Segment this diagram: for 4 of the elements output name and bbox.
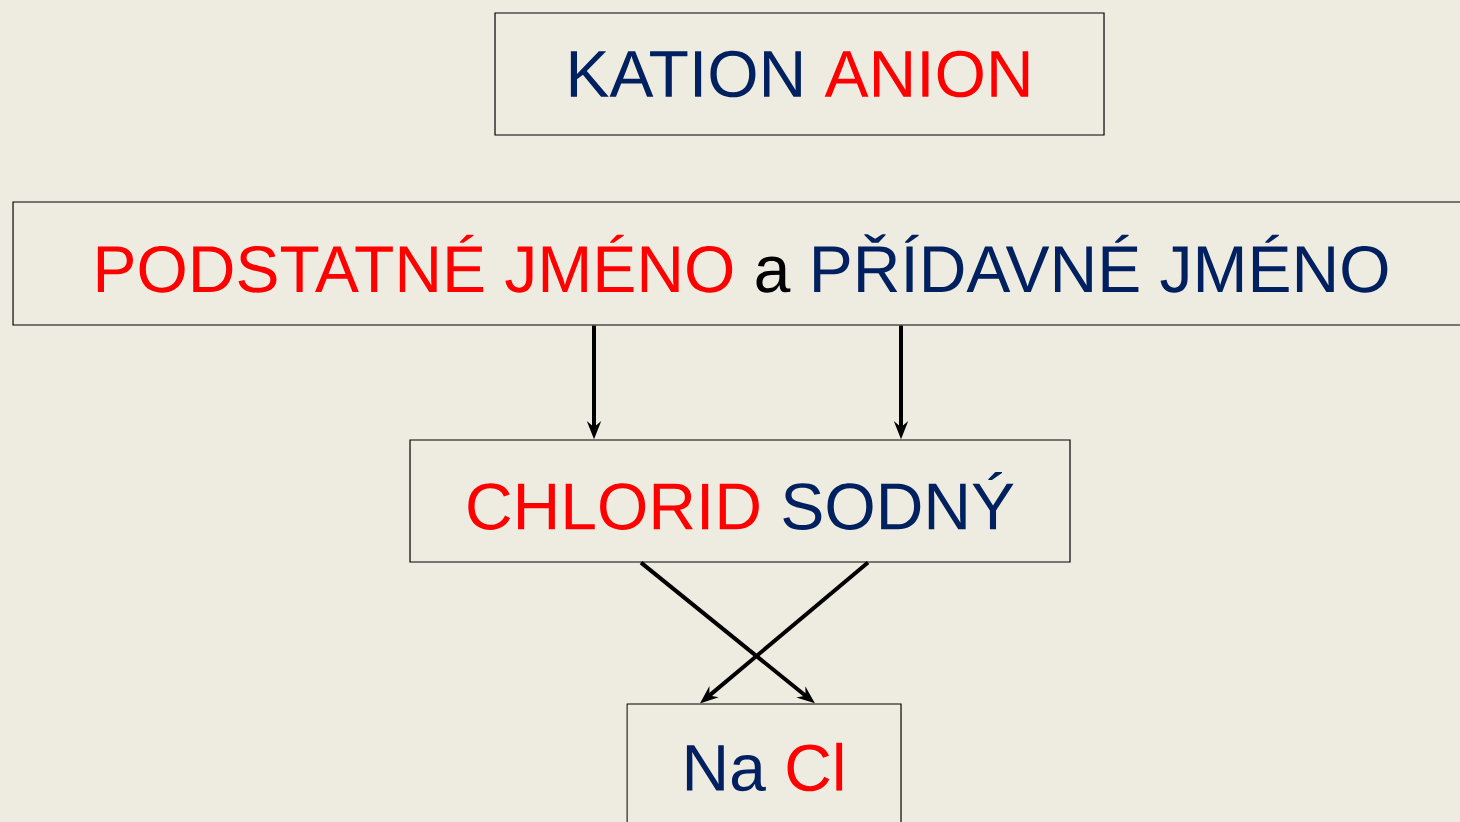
text-box: KATION ANION bbox=[494, 12, 1105, 136]
text-box: Na Cl bbox=[626, 703, 902, 822]
text-box: PODSTATNÉ JMÉNO a PŘÍDAVNÉ JMÉNO bbox=[12, 201, 1460, 326]
text-box: CHLORID SODNÝ bbox=[409, 439, 1071, 563]
